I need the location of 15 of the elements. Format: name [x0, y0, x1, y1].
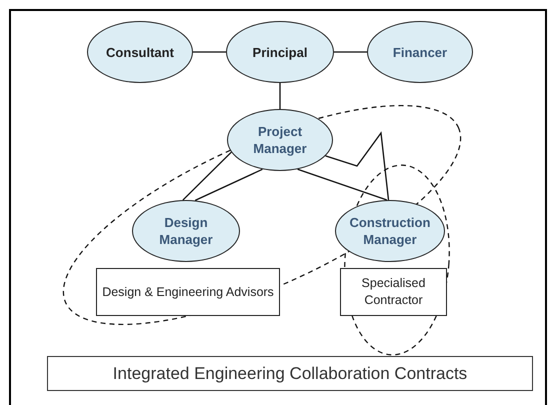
role-ellipse: Construction Manager: [335, 200, 445, 262]
connector-line: [279, 83, 281, 109]
party-box: Design & Engineering Advisors: [96, 268, 280, 316]
party-box: Specialised Contractor: [340, 268, 447, 316]
connector-line: [194, 168, 263, 201]
connector-line: [325, 131, 390, 200]
role-ellipse: Design Manager: [132, 200, 240, 262]
role-ellipse: Financer: [367, 21, 473, 83]
connector-line: [182, 152, 232, 201]
role-ellipse: Principal: [226, 21, 334, 83]
connector-line: [334, 51, 367, 53]
contract-box: Integrated Engineering Collaboration Contracts: [47, 356, 533, 391]
connector-line: [193, 51, 226, 53]
role-ellipse: Consultant: [87, 21, 193, 83]
role-ellipse: Project Manager: [227, 109, 333, 171]
